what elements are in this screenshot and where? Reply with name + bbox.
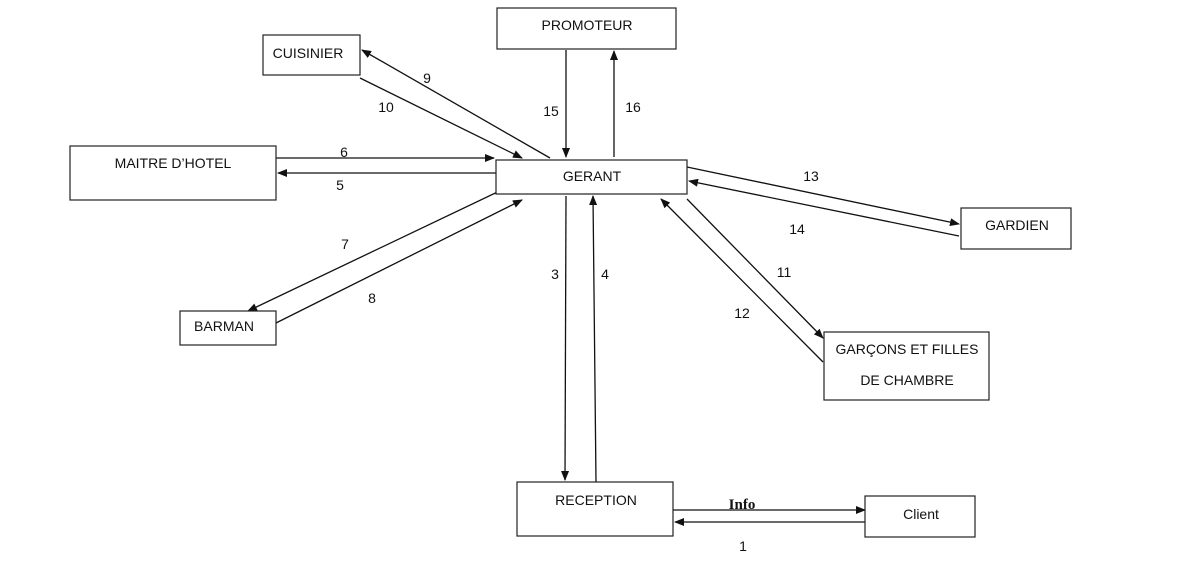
flow-label-info: Info bbox=[729, 497, 756, 513]
node-maitre-d-hotel: MAITRE D’HOTEL bbox=[69, 145, 277, 201]
flow-label-7: 7 bbox=[341, 236, 349, 252]
flow-arrow-14 bbox=[688, 178, 960, 237]
flow-label-5: 5 bbox=[336, 177, 344, 193]
node-gardien: GARDIEN bbox=[960, 207, 1072, 250]
flow-label-14: 14 bbox=[789, 221, 805, 237]
node-promoteur: PROMOTEUR bbox=[496, 7, 677, 50]
node-label: CUISINIER bbox=[273, 45, 344, 61]
node-gerant: GERANT bbox=[495, 159, 688, 195]
flow-label-4: 4 bbox=[601, 266, 609, 282]
node-reception: RECEPTION bbox=[516, 481, 674, 537]
node-cuisinier: CUISINIER bbox=[262, 34, 361, 76]
flow-label-6: 6 bbox=[340, 144, 348, 160]
node-garcons-filles-de-chambre: GARÇONS ET FILLES DE CHAMBRE bbox=[823, 331, 990, 401]
node-label: GARÇONS ET FILLES bbox=[836, 341, 979, 357]
node-label: GARDIEN bbox=[985, 217, 1049, 233]
flow-label-13: 13 bbox=[803, 168, 819, 184]
node-label: PROMOTEUR bbox=[542, 17, 633, 33]
node-label: BARMAN bbox=[194, 318, 254, 334]
flow-label-12: 12 bbox=[734, 305, 750, 321]
flow-label-8: 8 bbox=[368, 290, 376, 306]
flow-label-16: 16 bbox=[625, 99, 641, 115]
flow-arrow-12 bbox=[660, 198, 824, 363]
node-label: RECEPTION bbox=[555, 492, 637, 508]
node-label: MAITRE D’HOTEL bbox=[115, 155, 232, 171]
flow-arrow-13 bbox=[686, 166, 960, 227]
flow-arrow-8 bbox=[275, 199, 523, 324]
node-label: Client bbox=[903, 506, 939, 522]
flow-label-10: 10 bbox=[378, 99, 394, 115]
flow-arrow-10 bbox=[359, 77, 523, 159]
flow-label-9: 9 bbox=[423, 70, 431, 86]
flow-arrow-3 bbox=[561, 195, 570, 481]
flow-label-11: 11 bbox=[777, 264, 792, 280]
node-barman: BARMAN bbox=[179, 310, 277, 346]
flow-arrow-7 bbox=[247, 185, 511, 312]
flow-arrow-4 bbox=[589, 195, 598, 483]
flow-arrow-11 bbox=[686, 198, 824, 339]
flow-label-15: 15 bbox=[543, 103, 559, 119]
node-label: GERANT bbox=[563, 168, 622, 184]
flow-label-3: 3 bbox=[551, 266, 559, 282]
flow-label-1: 1 bbox=[739, 538, 747, 554]
flow-arrow-9 bbox=[361, 49, 551, 159]
node-label: DE CHAMBRE bbox=[860, 372, 953, 388]
node-client: Client bbox=[864, 495, 976, 538]
